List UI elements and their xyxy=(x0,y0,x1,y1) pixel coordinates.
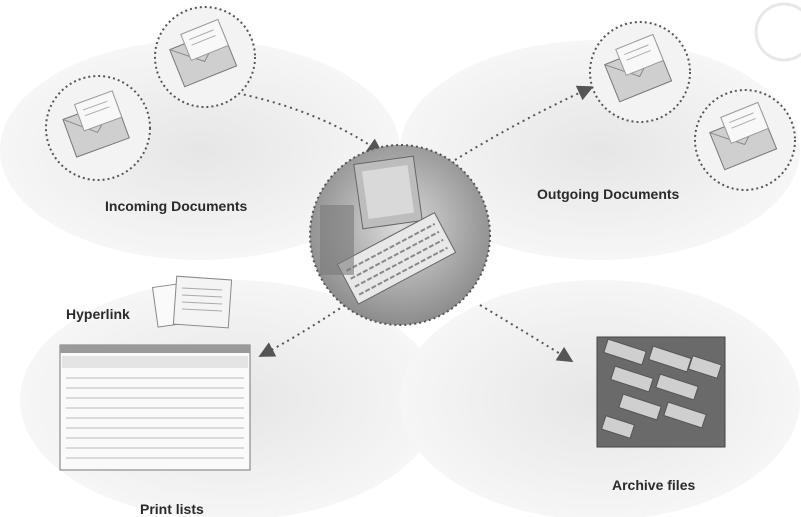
central-system-circle xyxy=(309,144,491,326)
computer-keyboard-icon xyxy=(320,155,457,305)
faint-seal-icon xyxy=(754,2,801,62)
envelope-document-icon xyxy=(604,33,673,103)
incoming-doc-circle-1 xyxy=(45,75,151,181)
printed-report-icon xyxy=(151,275,233,329)
hyperlink-label: Hyperlink xyxy=(66,306,130,322)
archive-cabinet-icon xyxy=(596,336,726,448)
outgoing-doc-circle-2 xyxy=(694,89,796,191)
archive-files-label: Archive files xyxy=(612,477,696,493)
blob-top-right xyxy=(400,40,800,260)
print-lists-label: Print lists xyxy=(140,501,204,517)
flow-arrows xyxy=(231,85,594,363)
outgoing-documents-label: Outgoing Documents xyxy=(537,186,680,202)
incoming-doc-circle-2 xyxy=(154,6,256,108)
arrow-incoming-to-center xyxy=(231,91,384,155)
print-list-screen-icon xyxy=(59,344,251,471)
envelope-document-icon xyxy=(169,18,238,88)
incoming-documents-label: Incoming Documents xyxy=(105,198,248,214)
envelope-document-icon xyxy=(62,90,130,158)
outgoing-doc-circle-1 xyxy=(589,21,691,123)
envelope-document-icon xyxy=(709,101,778,171)
arrow-center-to-archive xyxy=(479,304,574,363)
